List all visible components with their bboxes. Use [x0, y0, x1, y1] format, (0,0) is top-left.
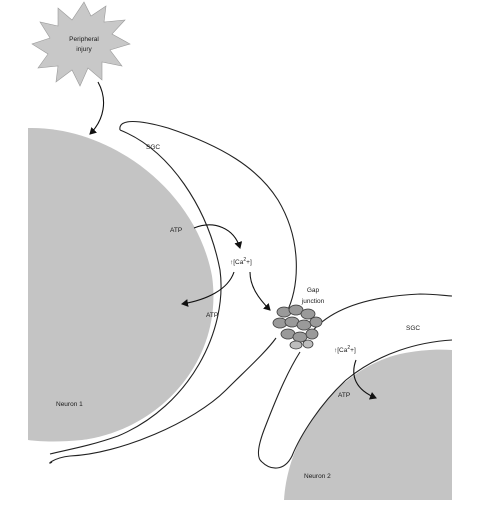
injury-label-line2: injury: [76, 46, 92, 53]
sgc-2-inner-membrane: [261, 339, 453, 469]
ca-to-gap-junction-arrow: [249, 271, 271, 311]
sgc-2-outer-membrane: [309, 293, 453, 335]
connexon: [296, 319, 312, 331]
sgc-label-top: SGC: [146, 144, 160, 151]
connexon: [309, 316, 323, 328]
connexon: [305, 328, 319, 340]
gap-junction: [272, 304, 323, 350]
starburst-shape: [31, 1, 131, 87]
ca-to-atp-arrow-sgc2: [353, 359, 377, 400]
connexon: [302, 339, 314, 349]
ca-label-sgc2: ↑[Ca2+]: [334, 345, 356, 354]
injury-arrow: [89, 81, 105, 135]
ca-to-atp-release-arrow: [181, 271, 235, 307]
atp-label-bottom: ATP: [206, 312, 218, 319]
neuron-1-label: Neuron 1: [56, 401, 83, 408]
gap-junction-label-line2: junction: [301, 298, 325, 305]
neuron-2-label: Neuron 2: [304, 473, 331, 480]
sgc-1-inner-membrane: [49, 129, 222, 455]
sgc-label-right: SGC: [406, 325, 420, 332]
sgc-1-lower-membrane: [49, 337, 277, 464]
neuron-1: [28, 127, 214, 442]
ca-label-sgc1: ↑[Ca2+]: [230, 257, 252, 266]
gap-junction-label-line1: Gap: [307, 287, 320, 294]
sgc-2-bulb-membrane: [257, 351, 301, 463]
connexon: [300, 308, 316, 320]
injury-starburst: Peripheral injury: [31, 1, 131, 87]
neuron-2: [284, 349, 452, 500]
atp-label-right: ATP: [338, 392, 350, 399]
connexon: [288, 304, 304, 316]
injury-label-line1: Peripheral: [69, 36, 99, 43]
sgc-1-outer-membrane: [119, 120, 297, 315]
atp-to-ca-arrow: [193, 224, 243, 249]
connexon: [289, 340, 303, 350]
atp-label-top: ATP: [170, 227, 182, 234]
